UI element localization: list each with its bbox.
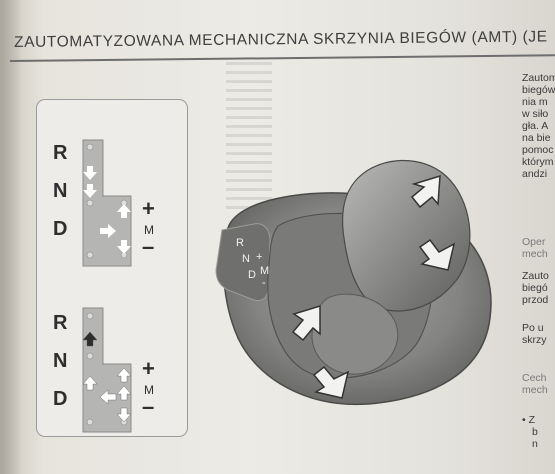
plate-label-plus: +	[256, 251, 262, 263]
right-column-heading-2: Cech mech	[522, 372, 555, 396]
page-title: ZAUTOMATYZOWANA MECHANICZNA SKRZYNIA BIE…	[14, 28, 548, 51]
minus-sign-top: –	[142, 234, 155, 259]
text-line: skrzy	[522, 334, 547, 346]
heading-line: mech	[522, 384, 548, 396]
plate-label-n: N	[242, 253, 250, 265]
text-line: biegó	[522, 282, 548, 294]
minus-sign-bottom: –	[142, 394, 155, 419]
arrow-down-left-icon	[312, 365, 350, 399]
heading-line: Oper	[522, 236, 546, 248]
manual-label-top: M	[144, 223, 154, 237]
plate-label-d: D	[248, 269, 256, 281]
plus-sign-top: +	[142, 196, 155, 221]
text-line: Zautom	[522, 72, 555, 84]
manual-label-bottom: M	[144, 383, 154, 397]
text-line: w siło	[522, 108, 549, 120]
plus-sign-bottom: +	[142, 356, 155, 381]
right-column-bullet: • Z b n	[522, 414, 555, 450]
plate-label-minus: -	[262, 277, 266, 289]
gear-label-d-top: D	[53, 218, 68, 240]
text-line: • Z	[522, 414, 536, 426]
text-line: n	[532, 438, 538, 450]
text-line: nia m	[522, 96, 548, 108]
gear-label-n-bottom: N	[53, 350, 68, 372]
text-line: gła. A	[522, 120, 549, 132]
gear-label-r-top: R	[53, 142, 68, 164]
title-rule	[10, 54, 555, 62]
text-line: pomoc	[522, 144, 554, 156]
heading-line: mech	[522, 248, 548, 260]
right-column-intro: Zautom biegów nia m w siło gła. A na bie…	[522, 72, 555, 180]
arrow-down-right-icon	[418, 238, 456, 271]
text-line: którym	[522, 156, 554, 168]
page-binding-shadow	[0, 0, 22, 474]
text-line: przod	[522, 294, 549, 306]
arrow-up-right-icon	[410, 174, 441, 209]
text-line: na bie	[522, 132, 551, 144]
right-column-para-2: Zauto biegó przod	[522, 270, 555, 306]
right-column-heading-1: Oper mech	[522, 236, 555, 260]
right-column-para-3: Po u skrzy	[522, 322, 555, 346]
text-line: Po u	[522, 322, 544, 334]
text-line: andzi	[522, 168, 548, 180]
text-line: b	[532, 426, 538, 438]
text-line: Zauto	[522, 270, 549, 282]
gear-label-plate	[215, 223, 271, 301]
gear-shifter-illustration: R N + D M -	[215, 159, 492, 406]
plate-label-r: R	[236, 237, 244, 249]
gear-label-r-bottom: R	[53, 312, 68, 334]
gate-diagram-bottom	[82, 307, 132, 433]
gate-diagram-top	[82, 139, 132, 267]
gear-gate-panel: R N D + M – R N D +	[36, 99, 188, 437]
plate-label-m: M	[260, 265, 269, 277]
heading-line: Cech	[522, 372, 547, 384]
gear-label-n-top: N	[53, 180, 68, 202]
text-line: biegów	[522, 84, 555, 96]
gear-label-d-bottom: D	[53, 388, 68, 410]
arrow-up-left-icon	[291, 304, 321, 342]
bleed-through-text	[226, 62, 272, 212]
